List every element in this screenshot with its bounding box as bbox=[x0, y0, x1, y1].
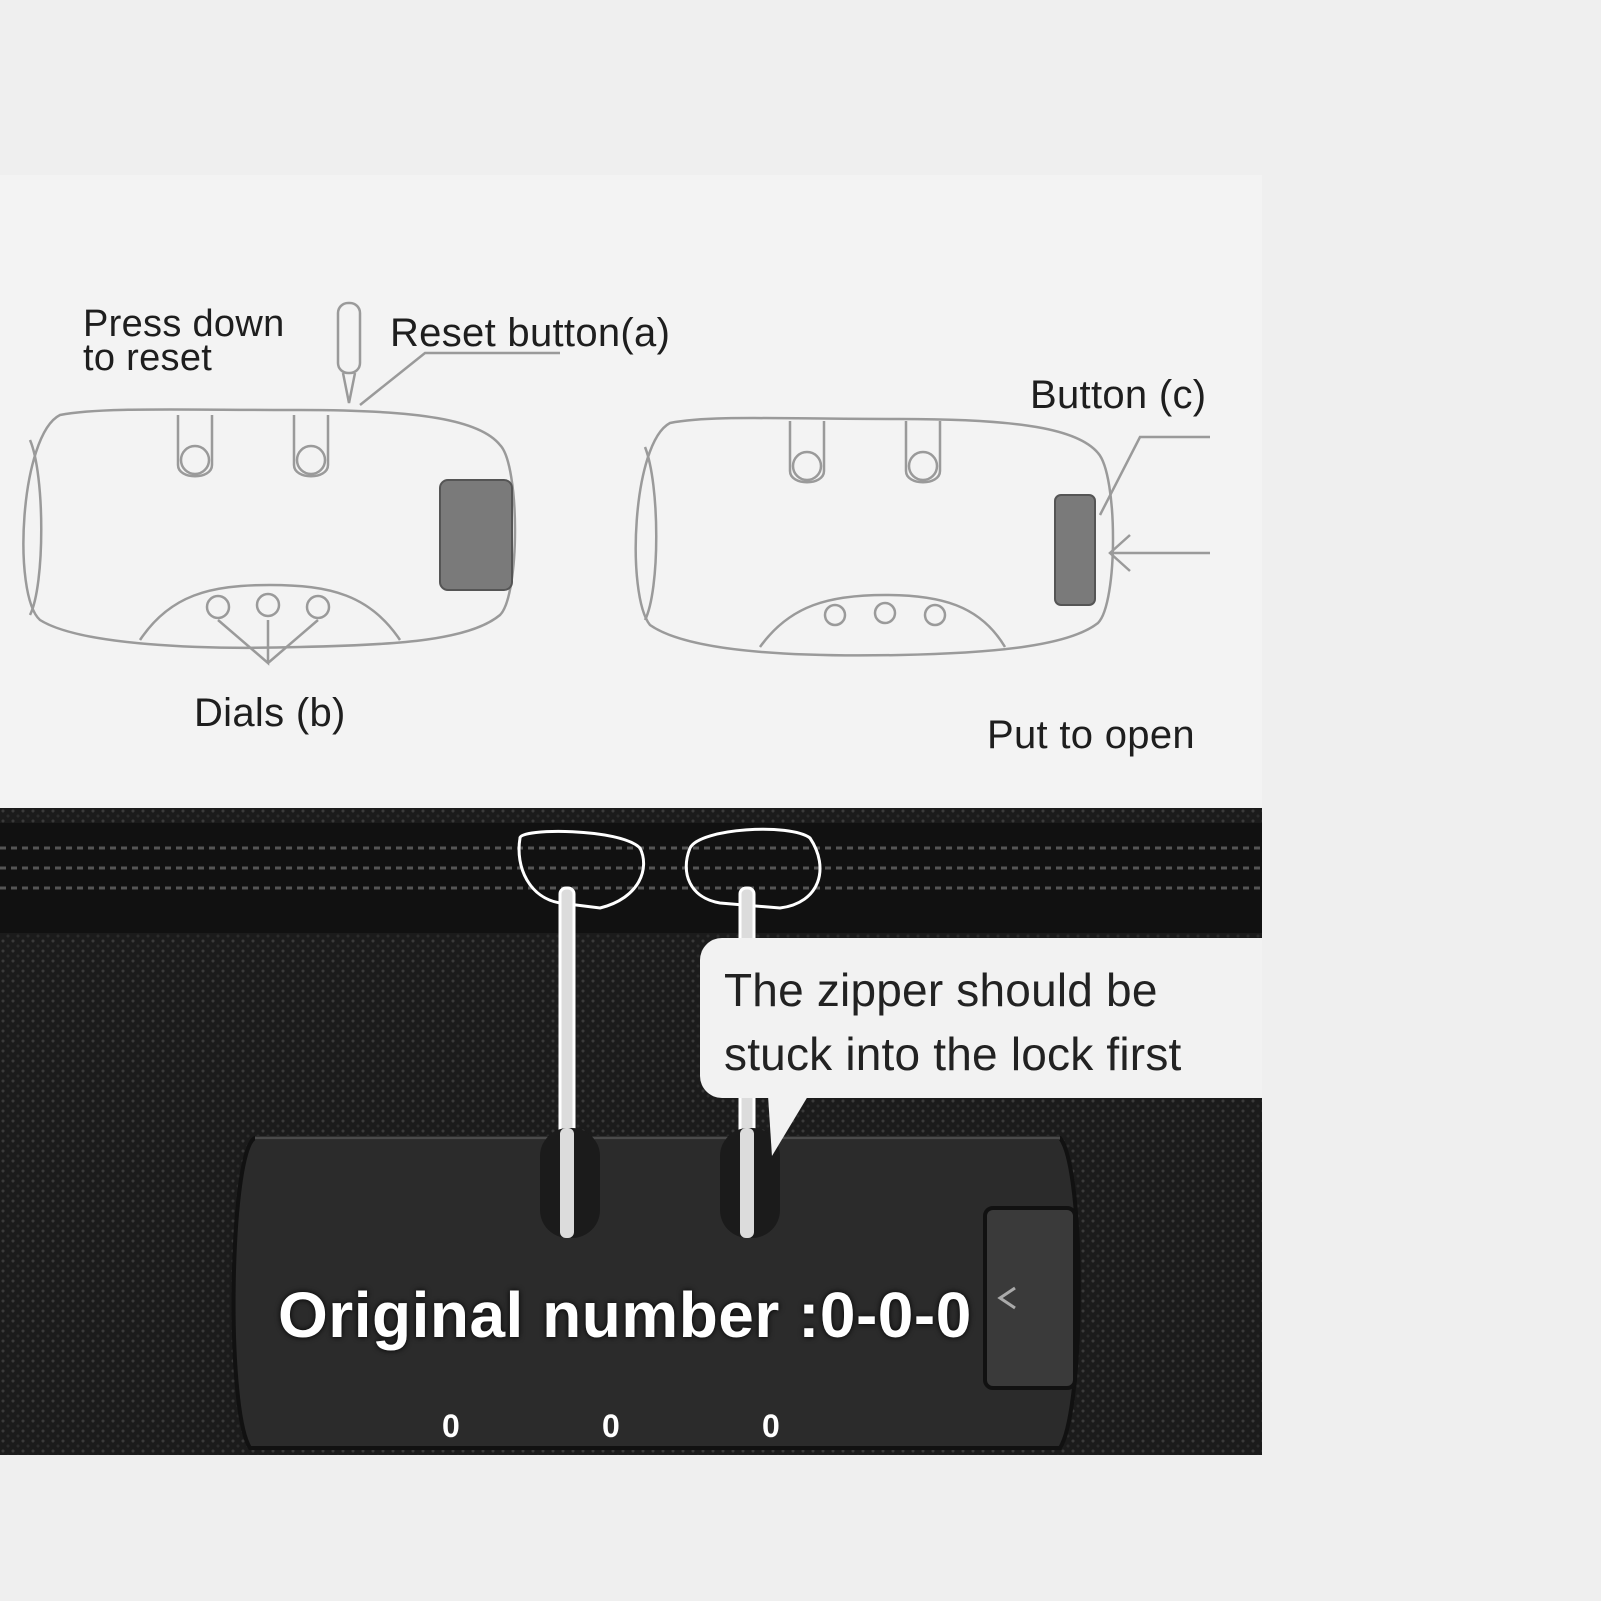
reset-button-label: Reset button(a) bbox=[390, 311, 671, 355]
left-dial-arch bbox=[138, 583, 402, 641]
right-dial-3 bbox=[923, 603, 947, 627]
left-dial-1 bbox=[205, 594, 231, 620]
left-shackle-slot-1-ring bbox=[179, 444, 211, 476]
push-arrow bbox=[1108, 534, 1210, 572]
dial-digit-3: 0 bbox=[762, 1408, 780, 1444]
right-dial-2 bbox=[873, 601, 897, 625]
left-lock-body bbox=[22, 408, 517, 650]
lock-diagram-panel: Press down to reset Reset button(a) Dial… bbox=[0, 175, 1262, 810]
left-dial-3 bbox=[305, 594, 331, 620]
zipper-band bbox=[0, 823, 1262, 933]
button-c-label: Button (c) bbox=[1030, 373, 1207, 417]
dial-digit-1: 0 bbox=[442, 1408, 460, 1444]
right-dial-arch bbox=[758, 593, 1007, 648]
right-button bbox=[1054, 494, 1096, 606]
lock-diagram-drawing bbox=[22, 301, 1210, 666]
zipper-puller-right-head bbox=[684, 827, 822, 910]
zipper-puller-left-head bbox=[517, 829, 646, 910]
zipper-puller-left-in-slot bbox=[560, 1128, 574, 1238]
press-down-label: Press down to reset bbox=[83, 303, 285, 379]
zipper-callout-text: The zipper should be stuck into the lock… bbox=[724, 964, 1182, 1080]
left-button bbox=[439, 479, 513, 591]
reset-pin bbox=[336, 301, 362, 375]
left-shackle-slot-2 bbox=[292, 415, 330, 478]
put-to-open-label: Put to open bbox=[987, 713, 1195, 757]
lock-body bbox=[231, 1136, 1081, 1450]
right-shackle-slot-1-ring bbox=[791, 450, 823, 482]
button-c-leader-line bbox=[1098, 435, 1210, 516]
right-shackle-slot-1 bbox=[788, 421, 826, 484]
dials-label: Dials (b) bbox=[194, 691, 346, 735]
right-lock-body bbox=[634, 416, 1115, 657]
reset-leader-line bbox=[359, 351, 560, 406]
reset-pin-tip bbox=[341, 372, 357, 404]
left-shackle-slot-1 bbox=[176, 415, 214, 478]
right-dial-1 bbox=[823, 603, 847, 627]
zipper-callout: The zipper should be stuck into the lock… bbox=[700, 938, 1262, 1098]
right-shackle-slot-2-ring bbox=[907, 450, 939, 482]
dials-pointer-lines bbox=[217, 619, 319, 666]
right-shackle-slot-2 bbox=[904, 421, 942, 484]
lock-photo-panel: The zipper should be stuck into the lock… bbox=[0, 808, 1262, 1455]
left-lock-left-edge bbox=[28, 439, 43, 616]
dial-digit-2: 0 bbox=[602, 1408, 620, 1444]
lock-side-button bbox=[983, 1206, 1077, 1390]
zipper-puller-right-in-slot bbox=[740, 1128, 754, 1238]
lock-photo-drawing bbox=[0, 823, 1262, 1450]
left-shackle-slot-2-ring bbox=[295, 444, 327, 476]
original-number-label: Original number :0-0-0 bbox=[278, 1279, 972, 1351]
left-dial-2 bbox=[255, 592, 281, 618]
right-lock-left-edge bbox=[643, 446, 658, 621]
lock-side-button-arrow-icon bbox=[997, 1286, 1016, 1310]
